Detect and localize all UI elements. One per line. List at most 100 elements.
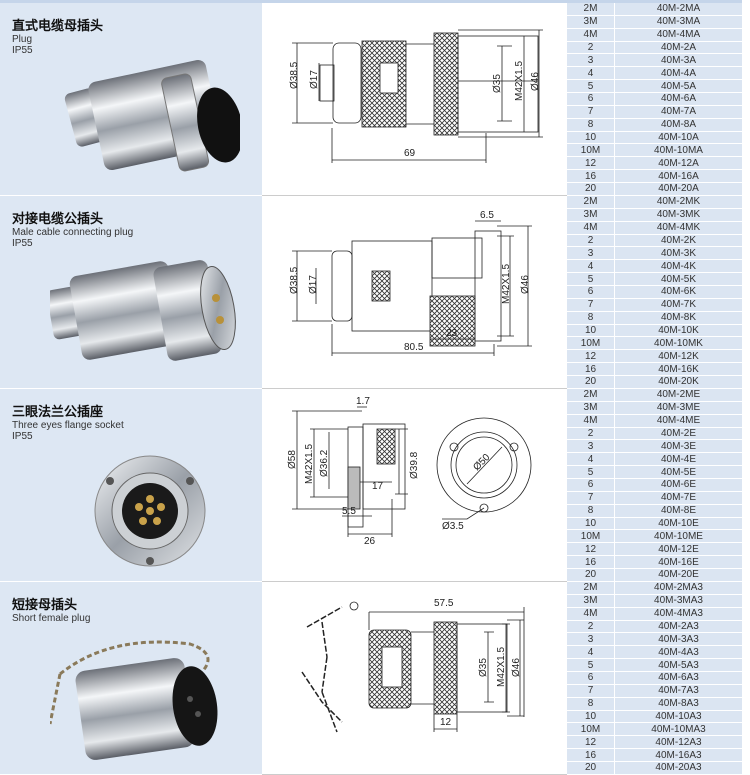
pin-count-cell: 8 (567, 697, 615, 710)
table-row: 7 40M-7A (567, 105, 742, 119)
product-ip-rating: IP55 (12, 238, 33, 249)
pin-count-cell: 20 (567, 762, 615, 774)
pin-count-cell: 5 (567, 80, 615, 93)
dim-length: 23 (446, 328, 458, 339)
model-number-cell: 40M-7A (660, 106, 696, 118)
table-row: 4M 40M-4ME (567, 414, 742, 428)
model-number-cell: 40M-16A (658, 170, 699, 182)
pin-count-cell: 6 (567, 479, 615, 491)
model-number-cell: 40M-6E (660, 479, 696, 491)
pin-count-cell: 3 (567, 247, 615, 260)
model-number-cell: 40M-5E (660, 466, 696, 478)
model-number-cell: 40M-20E (658, 569, 699, 581)
pin-count-cell: 7 (567, 684, 615, 697)
dim-diameter: Ø46 (511, 658, 522, 677)
model-number-cell: 40M-4MA3 (654, 608, 703, 620)
model-number-cell: 40M-5A (660, 80, 696, 92)
model-number-cell: 40M-8E (660, 505, 696, 517)
product-title-en: Short female plug (12, 613, 91, 624)
dim-thread: M42X1.5 (496, 647, 507, 687)
dim-thread: M42X1.5 (501, 264, 512, 304)
model-number-cell: 40M-12K (658, 350, 699, 362)
dim-diameter: Ø39.8 (409, 451, 420, 479)
pin-count-cell: 20 (567, 183, 615, 195)
model-number-cell: 40M-5A3 (658, 659, 699, 671)
pin-count-cell: 10M (567, 337, 615, 350)
product-title-en: Plug (12, 34, 33, 45)
dim-diameter: Ø58 (287, 450, 298, 469)
pin-count-cell: 2 (567, 41, 615, 54)
pin-count-cell: 7 (567, 298, 615, 311)
pin-count-cell: 20 (567, 569, 615, 581)
dim-length: 17 (372, 481, 384, 492)
dim-length: 26 (364, 536, 376, 547)
model-number-cell: 40M-3E (660, 440, 696, 452)
pin-count-cell: 10 (567, 710, 615, 723)
model-number-cell: 40M-2ME (656, 389, 701, 401)
pin-count-cell: 12 (567, 736, 615, 749)
pin-count-cell: 16 (567, 363, 615, 376)
dim-diameter: Ø50 (471, 452, 492, 473)
technical-drawing-short-female-plug: 57.5 Ø35 M42X1.5 Ø46 12 (262, 582, 567, 775)
pin-count-cell: 2 (567, 620, 615, 633)
pin-count-cell: 4 (567, 67, 615, 80)
product-title-cn: 三眼法兰公插座 (12, 405, 104, 420)
product-info: 三眼法兰公插座 Three eyes flange socket IP55 (0, 389, 262, 582)
pin-count-cell: 12 (567, 157, 615, 170)
model-number-cell: 40M-8A (660, 119, 696, 131)
dim-diameter: Ø3.5 (442, 521, 464, 532)
pin-count-cell: 12 (567, 350, 615, 363)
model-number-cell: 40M-20K (658, 376, 699, 388)
pin-count-cell: 10 (567, 131, 615, 144)
model-number-cell: 40M-7K (660, 299, 696, 311)
model-number-cell: 40M-3A3 (658, 633, 699, 645)
pin-count-cell: 3 (567, 54, 615, 67)
product-title-cn: 短接母插头 (12, 598, 78, 613)
model-number-cell: 40M-8A3 (658, 698, 699, 710)
pin-count-cell: 4 (567, 453, 615, 466)
model-number-cell: 40M-6A (660, 93, 696, 105)
pin-count-cell: 7 (567, 105, 615, 118)
pin-count-cell: 10M (567, 723, 615, 736)
pin-count-cell: 4M (567, 221, 615, 234)
pin-count-cell: 2 (567, 234, 615, 247)
model-number-cell: 40M-3MK (656, 209, 701, 221)
pin-count-cell: 7 (567, 491, 615, 504)
pin-count-cell: 16 (567, 556, 615, 569)
model-number-cell: 40M-4ME (656, 415, 701, 427)
pin-count-cell: 8 (567, 311, 615, 324)
model-number-cell: 40M-3MA3 (654, 595, 703, 607)
technical-drawing-plug: Ø38.5 Ø17 Ø35 M42X1.5 Ø46 69 (262, 3, 567, 196)
table-row: 7 40M-7K (567, 298, 742, 312)
model-number-cell: 40M-16A3 (655, 749, 702, 761)
pin-count-cell: 4M (567, 414, 615, 427)
model-number-cell: 40M-4A (660, 67, 696, 79)
model-number-cell: 40M-20A3 (655, 762, 702, 774)
product-photo-male-plug (50, 260, 236, 361)
table-row: 20 40M-20E (567, 569, 742, 582)
model-number-cell: 40M-16E (658, 556, 699, 568)
model-number-cell: 40M-2MK (656, 196, 701, 208)
dim-diameter: Ø35 (492, 74, 503, 93)
product-ip-rating: IP55 (12, 45, 33, 56)
pin-count-cell: 3 (567, 633, 615, 646)
model-number-cell: 40M-10A (658, 132, 699, 144)
model-number-cell: 40M-16K (658, 363, 699, 375)
model-number-cell: 40M-4K (660, 260, 696, 272)
